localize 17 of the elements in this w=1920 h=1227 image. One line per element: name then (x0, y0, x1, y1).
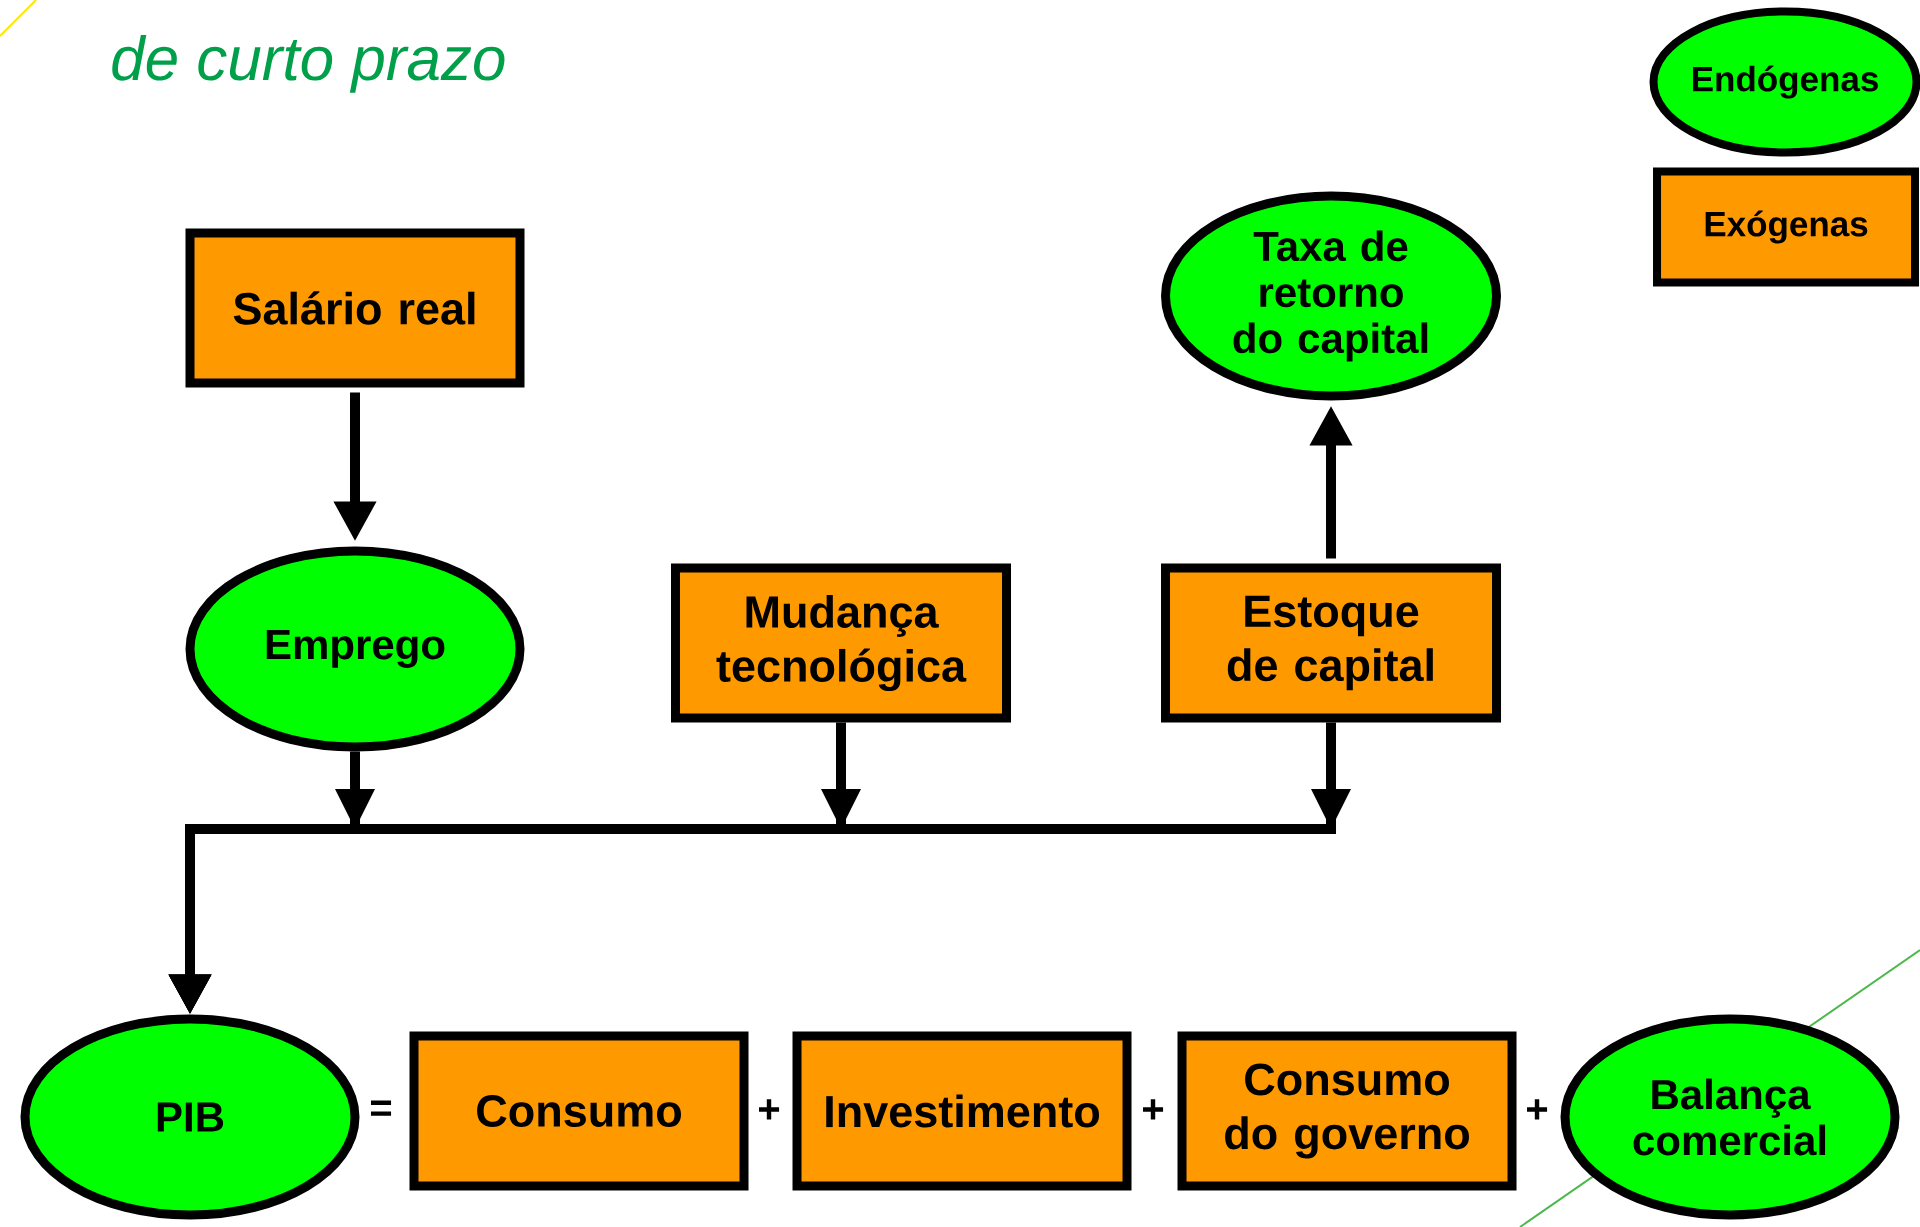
ellipse-node: Balança comercial (1560, 1014, 1900, 1220)
process-box: Salário real (185, 228, 525, 388)
process-box: Consumo do governo (1177, 1031, 1517, 1191)
process-box: Mudança tecnológica (671, 563, 1011, 723)
ellipse-node: PIB (20, 1014, 360, 1220)
operator-sign: + (1143, 1099, 1164, 1120)
operator-sign: = (371, 1100, 392, 1116)
legend-item: Exógenas (1653, 167, 1919, 287)
process-box: Estoque de capital (1161, 563, 1501, 723)
operator-sign: + (1527, 1099, 1548, 1120)
diagram-title: de curto prazo (112, 35, 505, 93)
ellipse-node: Taxa de retorno do capital (1161, 191, 1501, 401)
ellipse-node: Emprego (185, 546, 525, 752)
process-box: Investimento (792, 1031, 1132, 1191)
process-box: Consumo (409, 1031, 749, 1191)
legend-item: Endógenas (1649, 7, 1920, 157)
operator-sign: + (759, 1099, 780, 1120)
